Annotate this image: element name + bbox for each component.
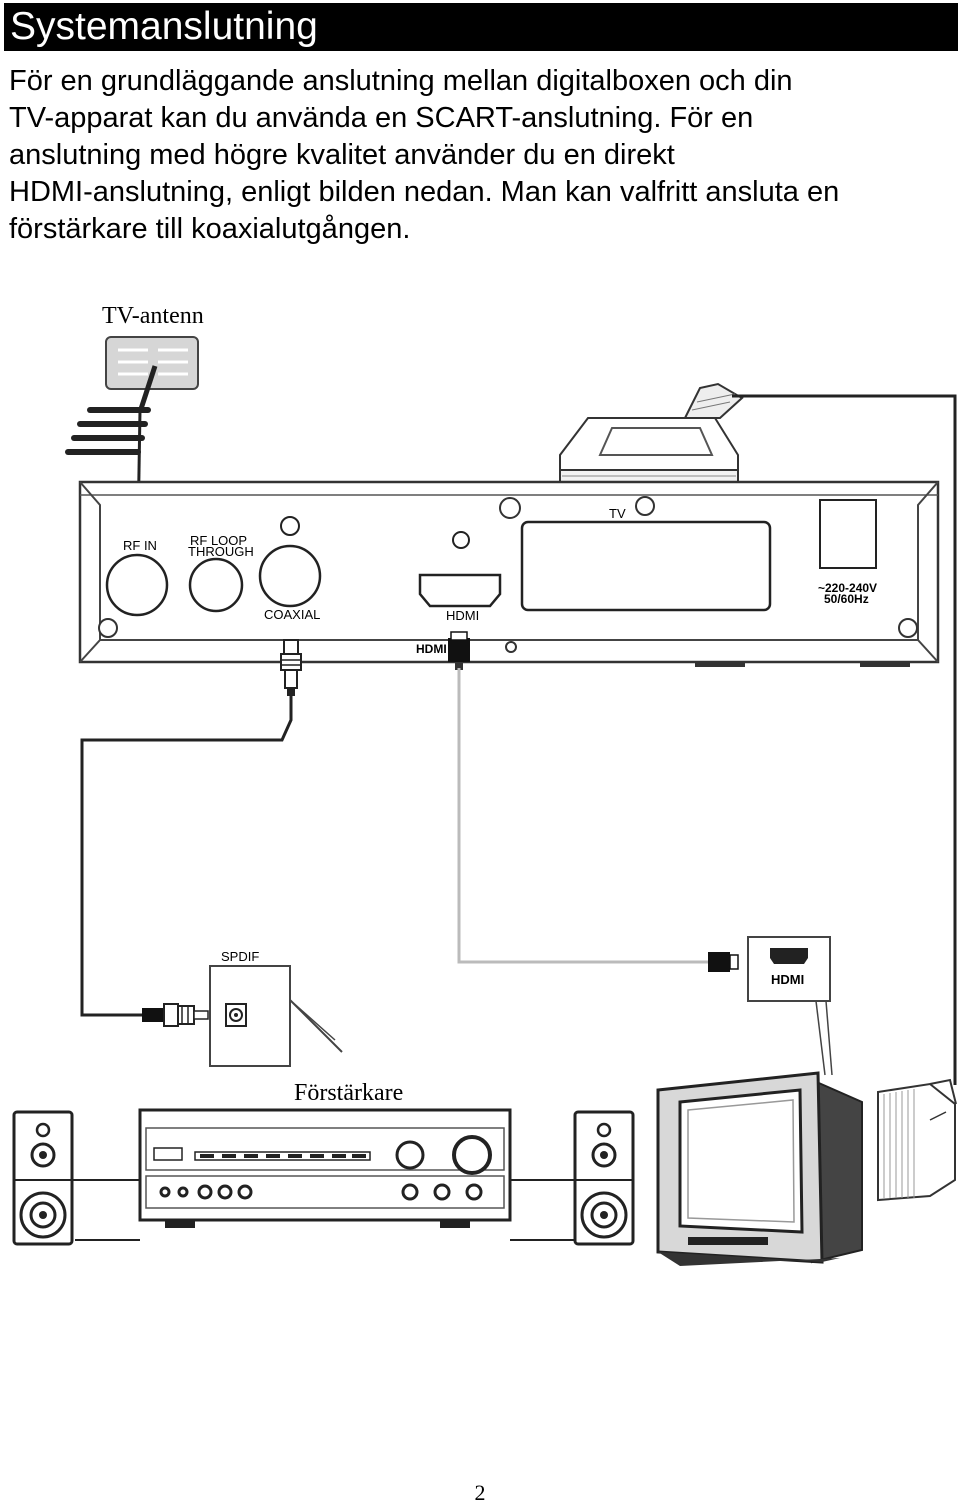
- coaxial-cable: [80, 696, 293, 1017]
- power-socket: [819, 499, 877, 569]
- power-label-line1: ~220-240V: [818, 581, 877, 595]
- intro-paragraph: För en grundläggande anslutning mellan d…: [9, 63, 954, 248]
- hdmi-port-label: HDMI: [446, 608, 479, 623]
- tv-antenna-icon: [65, 336, 199, 533]
- tv-hdmi-port-panel: [747, 936, 833, 1076]
- rf-loop-label-line2: THROUGH: [188, 544, 254, 559]
- rf-in-port: [105, 553, 169, 617]
- rf-loop-label-line1: RF LOOP: [190, 533, 247, 548]
- tv-scart-plug-icon: [877, 1078, 957, 1202]
- spdif-panel: [209, 965, 343, 1067]
- hdmi-cable: [457, 668, 712, 964]
- hdmi-led: [452, 531, 470, 549]
- connection-diagram: TV-antenn RF IN RF LOOP TH: [12, 303, 957, 1266]
- hdmi-plug-icon: [448, 631, 470, 670]
- coaxial-label: COAXIAL: [264, 607, 320, 622]
- intro-line: TV-apparat kan du använda en SCART-anslu…: [9, 102, 754, 134]
- tv-hdmi-plug-icon: [708, 952, 739, 972]
- spdif-label: SPDIF: [221, 949, 259, 964]
- hdmi-screw: [505, 641, 517, 653]
- tv-scart-label: TV: [609, 506, 626, 521]
- tv-set-icon: [656, 1071, 863, 1266]
- left-speaker-icon: [12, 1110, 74, 1246]
- intro-line: anslutning med högre kvalitet använder d…: [9, 139, 675, 171]
- rf-loop-through-port: [188, 557, 244, 613]
- power-label-line2: 50/60Hz: [824, 592, 869, 606]
- rca-plug-icon: [142, 1003, 209, 1027]
- antenna-label: TV-antenn: [102, 303, 204, 329]
- coaxial-led: [280, 516, 300, 536]
- tv-scart-port: [520, 520, 772, 612]
- hdmi-plug-label: HDMI: [416, 642, 447, 656]
- coaxial-plug-icon: [280, 639, 302, 696]
- amplifier-label: Förstärkare: [294, 1080, 403, 1106]
- amplifier-icon: [138, 1108, 512, 1228]
- tv-hdmi-label: HDMI: [771, 972, 804, 987]
- rf-in-label: RF IN: [123, 538, 157, 553]
- section-title: Systemanslutning: [4, 3, 958, 51]
- page-number: 2: [474, 1480, 486, 1505]
- scart-cable: [732, 394, 957, 1085]
- intro-line: HDMI-anslutning, enligt bilden nedan. Ma…: [9, 176, 840, 208]
- right-speaker-icon: [573, 1110, 635, 1246]
- coaxial-port: [258, 544, 322, 608]
- intro-line: förstärkare till koaxialutgången.: [9, 213, 411, 245]
- intro-line: För en grundläggande anslutning mellan d…: [9, 65, 793, 97]
- hdmi-port: [418, 573, 502, 608]
